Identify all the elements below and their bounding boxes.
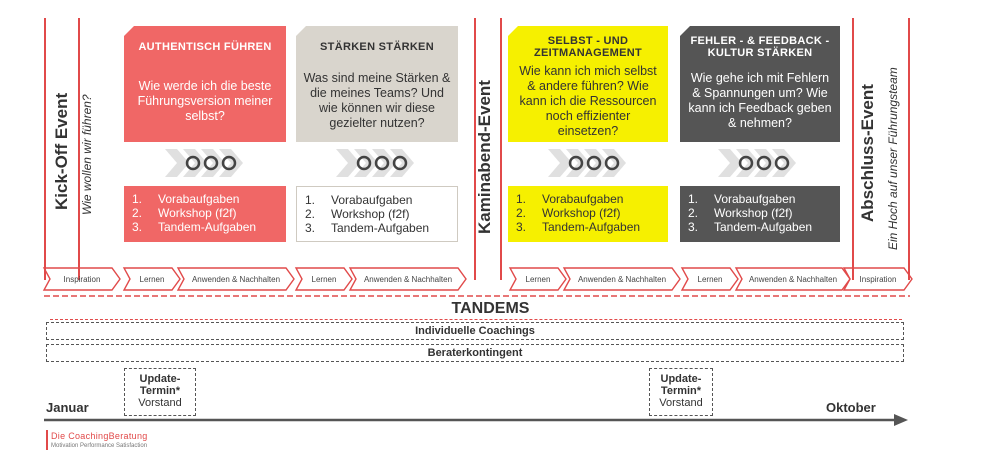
kickoff-subtitle: Wie wollen wir führen? <box>80 94 94 215</box>
timeline-end: Oktober <box>826 400 876 415</box>
list-item: 3.Tandem-Aufgaben <box>688 220 813 234</box>
tag-anwenden-4: Anwenden & Nachhalten <box>748 274 838 284</box>
tandems-line <box>50 319 902 320</box>
phase-4-question: Wie gehe ich mit Fehlern & Spannungen um… <box>688 71 832 130</box>
tag-lernen-3: Lernen <box>525 274 551 284</box>
timeline-arrow-icon <box>44 414 908 426</box>
update-termin-1: Update- Termin* Vorstand <box>124 368 196 416</box>
tag-anwenden-3: Anwenden & Nachhalten <box>577 274 667 284</box>
list-item: 2.Workshop (f2f) <box>688 206 793 220</box>
list-item: 1.Vorabaufgaben <box>688 192 796 206</box>
phase-1-card <box>124 26 286 142</box>
update-termin-2: Update- Termin* Vorstand <box>649 368 713 416</box>
list-item: 3.Tandem-Aufgaben <box>516 220 641 234</box>
phase-3-question: Wie kann ich mich selbst & andere führen… <box>519 63 657 138</box>
phase-3-card <box>508 26 668 142</box>
phase-3-list: 1.Vorabaufgaben 2.Workshop (f2f) 3.Tande… <box>508 186 668 242</box>
tag-lernen-4: Lernen <box>697 274 723 284</box>
phase-3-chevron-icon <box>548 149 626 177</box>
abschluss-title: Abschluss-Event <box>858 84 877 222</box>
kickoff-title: Kick-Off Event <box>52 92 71 210</box>
phase-2-title: STÄRKEN STÄRKEN <box>320 41 434 53</box>
tag-inspiration-right: Inspiration <box>859 274 897 284</box>
phase-4-chevron-icon <box>718 149 796 177</box>
kaminabend-column <box>474 18 502 280</box>
list-item: 1.Vorabaufgaben <box>516 192 624 206</box>
tag-anwenden-1: Anwenden & Nachhalten <box>191 274 281 284</box>
tandems-label: TANDEMS <box>451 300 530 317</box>
kickoff-column <box>44 18 80 280</box>
list-item: 1.Vorabaufgaben <box>132 192 240 206</box>
tag-anwenden-2: Anwenden & Nachhalten <box>363 274 453 284</box>
tag-inspiration-left: Inspiration <box>63 274 101 284</box>
phase-1-chevron-icon <box>165 149 243 177</box>
list-item: 2.Workshop (f2f) <box>132 206 237 220</box>
phase-2-question: Was sind meine Stärken & die meines Team… <box>303 71 451 130</box>
timeline-start: Januar <box>46 400 89 415</box>
phase-2-chevron-icon <box>336 149 414 177</box>
logo-tagline: Motivation Performance Satisfaction <box>51 443 148 449</box>
abschluss-column <box>852 18 910 280</box>
phase-1-question: Wie werde ich die beste Führungsversion … <box>137 78 273 123</box>
phase-4-list: 1.Vorabaufgaben 2.Workshop (f2f) 3.Tande… <box>680 186 840 242</box>
list-item: 3.Tandem-Aufgaben <box>132 220 257 234</box>
phase-4-card <box>680 26 840 142</box>
phase-4-title: FEHLER - & FEEDBACK - KULTUR STÄRKEN <box>690 35 830 59</box>
tag-lernen-1: Lernen <box>139 274 165 284</box>
list-item: 1.Vorabaufgaben <box>305 193 413 207</box>
phase-3-title: SELBST - UND ZEITMANAGEMENT <box>533 35 643 59</box>
logo-name: Die CoachingBeratung <box>51 431 148 441</box>
tag-arrows <box>42 267 913 297</box>
phase-2-card <box>296 26 458 142</box>
phase-2-list: 1.Vorabaufgaben 2.Workshop (f2f) 3.Tande… <box>296 186 458 242</box>
list-item: 3.Tandem-Aufgaben <box>305 221 430 235</box>
logo-bar <box>46 430 48 450</box>
coachings-bar: Individuelle Coachings <box>46 322 904 340</box>
phase-1-title: AUTHENTISCH FÜHREN <box>138 41 272 53</box>
kaminabend-title: Kaminabend-Event <box>475 80 494 234</box>
berater-bar: Beraterkontingent <box>46 344 904 362</box>
abschluss-subtitle: Ein Hoch auf unser Führungsteam <box>886 67 900 250</box>
list-item: 2.Workshop (f2f) <box>516 206 621 220</box>
tag-lernen-2: Lernen <box>311 274 337 284</box>
list-item: 2.Workshop (f2f) <box>305 207 410 221</box>
phase-1-list: 1.Vorabaufgaben 2.Workshop (f2f) 3.Tande… <box>124 186 286 242</box>
